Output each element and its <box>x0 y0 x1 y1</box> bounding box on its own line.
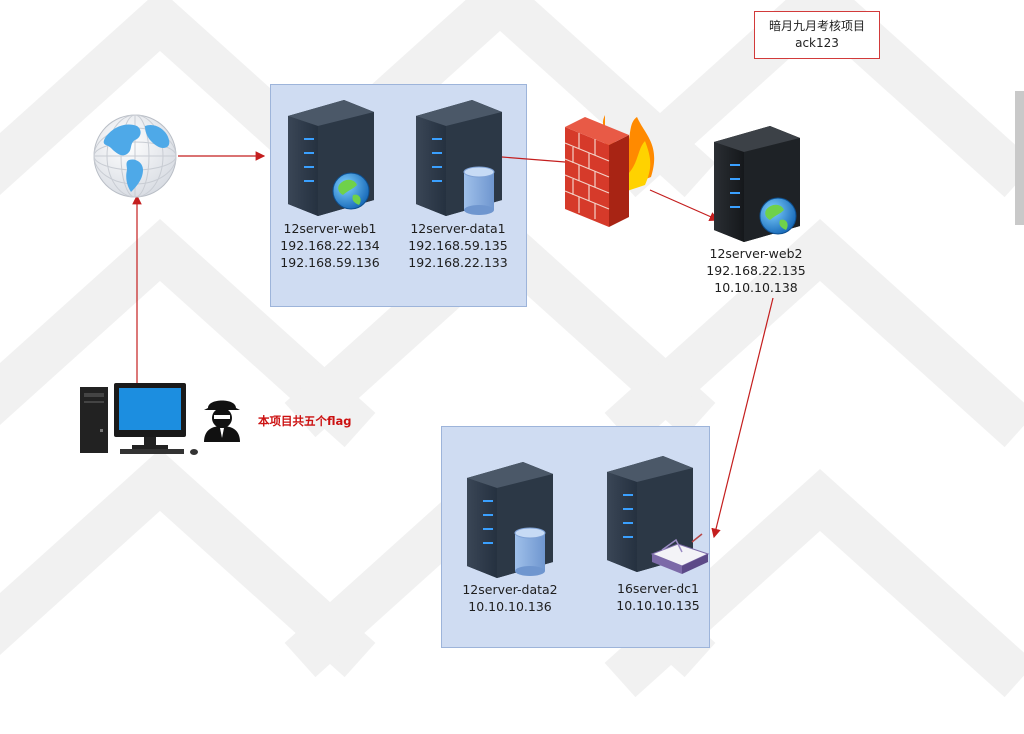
book-icon <box>650 533 710 574</box>
node-label-web2: 12server-web2 192.168.22.135 10.10.10.13… <box>704 245 808 296</box>
flag-count-note: 本项目共五个flag <box>258 414 352 428</box>
node-ip: 10.10.10.136 <box>468 599 552 614</box>
node-label-dc1: 16server-dc1 10.10.10.135 <box>606 580 710 614</box>
node-ip: 10.10.10.135 <box>616 598 700 613</box>
web2-to-dc1-link <box>711 297 774 539</box>
firewall-icon <box>564 115 655 227</box>
globe-icon <box>93 114 177 198</box>
project-note-box: 暗月九月考核项目 ack123 <box>754 11 880 59</box>
node-ip: 192.168.22.135 <box>706 263 806 278</box>
node-label-data1: 12server-data1 192.168.59.135 192.168.22… <box>406 220 510 271</box>
hacker-icon <box>204 400 240 442</box>
node-ip: 192.168.59.135 <box>408 238 508 253</box>
node-ip: 10.10.10.138 <box>714 280 798 295</box>
data1-to-firewall-link <box>501 156 566 163</box>
project-password: ack123 <box>795 36 839 50</box>
node-name: 16server-dc1 <box>617 581 699 596</box>
node-ip: 192.168.59.136 <box>280 255 380 270</box>
database-icon-data1 <box>463 166 495 215</box>
database-icon-data2 <box>514 527 546 576</box>
project-title: 暗月九月考核项目 <box>768 19 865 33</box>
web-globe-icon <box>332 172 370 210</box>
server-icon-web2 <box>714 126 800 242</box>
node-label-data2: 12server-data2 10.10.10.136 <box>458 581 562 615</box>
scrollbar-thumb[interactable] <box>1015 91 1024 225</box>
node-name: 12server-web1 <box>283 221 377 236</box>
node-name: 12server-data1 <box>410 221 506 236</box>
node-ip: 192.168.22.133 <box>408 255 508 270</box>
node-name: 12server-web2 <box>709 246 803 261</box>
node-name: 12server-data2 <box>462 582 558 597</box>
node-ip: 192.168.22.134 <box>280 238 380 253</box>
firewall-to-web2-link <box>649 189 720 222</box>
connections <box>132 151 774 539</box>
web-globe-icon-web2 <box>759 197 797 235</box>
node-label-web1: 12server-web1 192.168.22.134 192.168.59.… <box>278 220 382 271</box>
desktop-computer-icon <box>80 383 198 455</box>
